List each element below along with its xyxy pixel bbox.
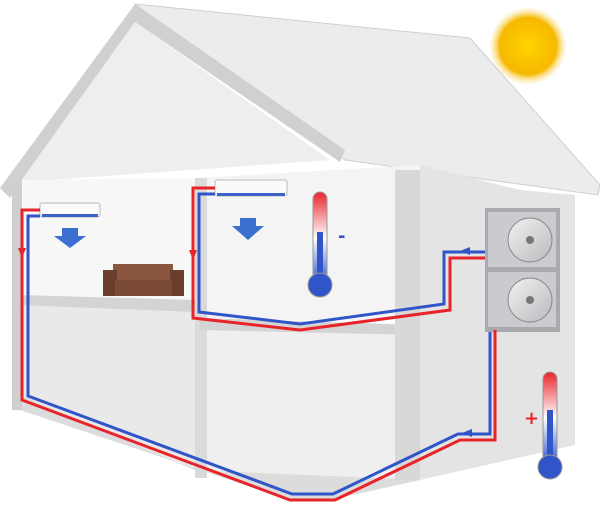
indoor-temp-sign: - xyxy=(338,226,345,247)
flow-arrow-icon xyxy=(460,247,470,255)
roof xyxy=(0,3,600,198)
flow-arrow-icon xyxy=(18,248,26,258)
outdoor-temp-sign: + xyxy=(524,408,539,429)
thermometer-cold-icon xyxy=(307,191,333,298)
cold-air-arrow-icon xyxy=(54,228,86,248)
flow-arrow-icon xyxy=(189,250,197,260)
sun xyxy=(490,8,566,84)
thermometer-hot-icon xyxy=(537,371,563,480)
refrigerant-pipes xyxy=(18,186,497,502)
sofa xyxy=(103,264,184,296)
flow-arrow-icon xyxy=(462,429,472,437)
indoor-ac-unit-left xyxy=(39,202,101,248)
outdoor-heat-pump-unit xyxy=(485,208,560,332)
indoor-ac-unit-right xyxy=(214,179,288,240)
cold-air-arrow-icon xyxy=(232,218,264,240)
